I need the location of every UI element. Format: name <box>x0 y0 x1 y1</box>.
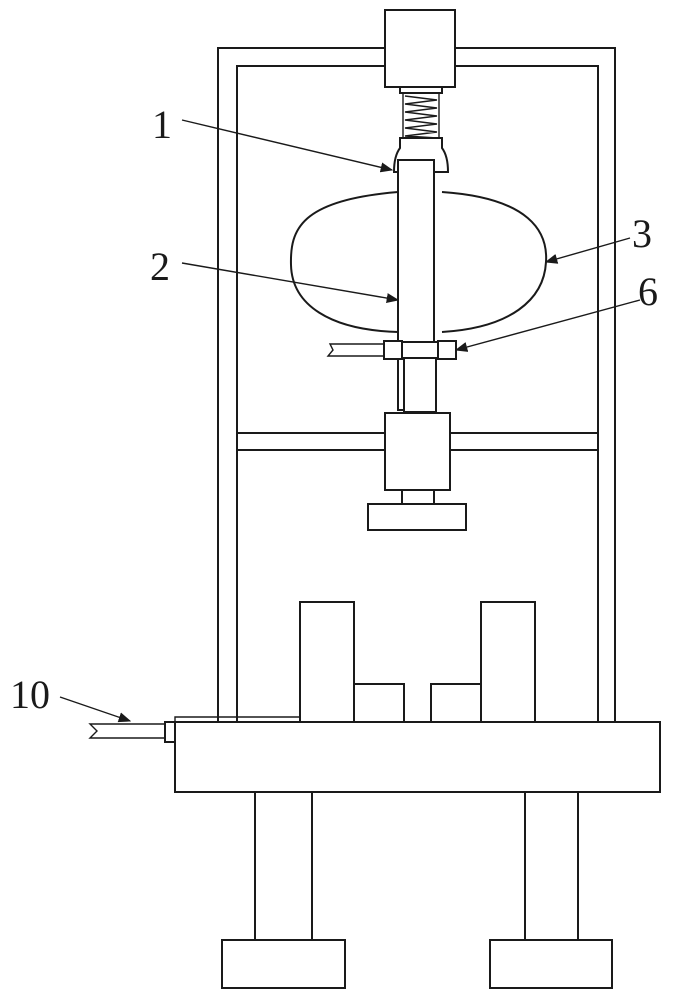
piston-rod <box>401 489 435 505</box>
table-fixtures <box>299 601 536 723</box>
label-3: 3 <box>632 211 652 256</box>
work-table <box>174 721 661 793</box>
lower-shaft <box>403 351 437 413</box>
leader-1 <box>181 119 394 173</box>
spring <box>402 93 440 139</box>
part-labels: 1 2 3 6 10 <box>10 102 658 717</box>
press-head <box>367 503 467 531</box>
inlet-pipe <box>88 723 165 739</box>
leader-3 <box>544 237 631 264</box>
top-mount-plate <box>399 86 443 94</box>
leg-right <box>524 791 579 941</box>
collar-side-pipe <box>326 343 384 357</box>
label-1: 1 <box>152 102 172 147</box>
label-2: 2 <box>150 244 170 289</box>
collar-assembly <box>326 340 457 360</box>
leader-6 <box>454 299 641 352</box>
fixture-left-block <box>353 683 405 723</box>
leader-lines <box>59 119 641 723</box>
spring-coil <box>404 95 438 139</box>
fixture-right-block <box>430 683 482 723</box>
label-10: 10 <box>10 672 50 717</box>
fixture-right-post <box>480 601 536 723</box>
top-mount-block <box>384 9 456 88</box>
leg-left <box>254 791 313 941</box>
foot-right <box>489 939 613 989</box>
legs <box>221 791 613 989</box>
collar-center <box>401 341 439 359</box>
label-6: 6 <box>638 269 658 314</box>
leader-10 <box>59 696 132 723</box>
foot-left <box>221 939 346 989</box>
cylinder-body <box>384 412 451 491</box>
sleeve <box>392 137 450 173</box>
fixture-left-post <box>299 601 355 723</box>
leader-2 <box>181 262 400 304</box>
pipe-fitting <box>164 721 175 743</box>
collar-right-block <box>437 340 457 360</box>
collar-left-block <box>383 340 403 360</box>
